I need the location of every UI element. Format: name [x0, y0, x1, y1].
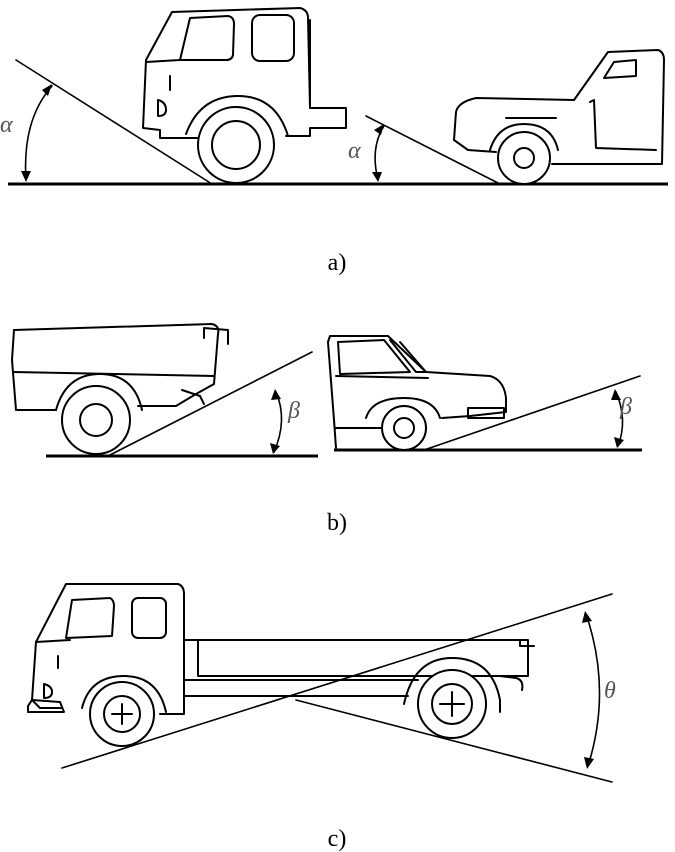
- truck-c-front-wheel-hub-cross: [111, 703, 133, 725]
- angle-symbol-beta-1: β: [287, 398, 300, 424]
- caption-b: b): [327, 510, 347, 536]
- arrowhead-beta-1-bottom: [270, 443, 280, 454]
- angle-arc-alpha-1: [24, 85, 53, 181]
- panel-c: θ c): [27, 583, 616, 852]
- departure-angle-line-car: [423, 375, 641, 451]
- truck-c-rear-mudguard: [499, 675, 524, 691]
- arrowhead-alpha-2-top: [374, 124, 384, 135]
- angle-symbol-beta-2: β: [619, 394, 632, 420]
- truck-c-rear-wheel-arch: [403, 657, 501, 713]
- arrowhead-theta-bottom: [584, 757, 594, 769]
- truck-cab-outline: [145, 7, 347, 137]
- arrowhead-alpha-2-bottom: [372, 172, 382, 182]
- departure-angle-line-truck: [107, 351, 313, 457]
- truck-headlight-d: [157, 99, 167, 117]
- pickup-wheel-hub: [513, 147, 535, 169]
- arrowhead-theta-top: [582, 611, 592, 623]
- arrowhead-beta-2-bottom: [614, 437, 624, 448]
- arrowhead-alpha-1-top: [42, 84, 52, 96]
- truck-front-window: [179, 15, 235, 61]
- truck-c-headlight: [43, 683, 53, 699]
- truck-rear-wheel-tire: [61, 385, 131, 455]
- angle-symbol-theta: θ: [604, 678, 616, 704]
- car-belt-line: [335, 375, 429, 379]
- truck-c-front-window: [65, 597, 115, 639]
- car-wheel-hub: [393, 417, 415, 439]
- car-window-front: [337, 339, 411, 375]
- breakover-line-2: [295, 699, 613, 783]
- truck-c-front-wheel-arch: [81, 675, 167, 713]
- approach-angle-line-pickup: [365, 115, 501, 185]
- truck-c-bed-latch: [519, 639, 535, 647]
- truck-rear-wheel-arch: [55, 373, 143, 411]
- pickup-wheel-tire: [497, 131, 551, 185]
- breakover-line-1: [61, 593, 613, 769]
- truck-front-outline: [142, 59, 199, 139]
- arrowhead-alpha-1-bottom: [21, 171, 31, 182]
- truck-rear-latch: [203, 327, 229, 345]
- angle-arc-alpha-2: [374, 125, 385, 181]
- angle-symbol-alpha-2: α: [348, 138, 361, 164]
- caption-c: c): [328, 826, 347, 852]
- pickup-window: [603, 59, 637, 79]
- angle-symbol-alpha-1: α: [0, 112, 13, 138]
- car-rear-bumper: [467, 407, 505, 419]
- car-front-edge: [327, 341, 337, 449]
- truck-c-side-window: [131, 597, 167, 639]
- truck-hood-line: [145, 59, 181, 63]
- truck-rear-bumper: [181, 389, 205, 405]
- car-wheel-tire: [381, 405, 427, 451]
- truck-c-bumper: [27, 699, 65, 713]
- pickup-cab-outline: [551, 49, 665, 165]
- arrowhead-beta-2-top: [611, 389, 621, 400]
- pickup-hood-outline: [453, 97, 575, 153]
- truck-wheel-arch: [185, 95, 289, 137]
- panel-b: β β b): [11, 323, 642, 536]
- car-rear-view-b: [327, 335, 507, 451]
- pickup-wheel-arch: [489, 123, 559, 151]
- car-wheel-arch: [365, 397, 441, 419]
- truck-rear-wheel-hub: [79, 403, 113, 437]
- truck-c-front: [31, 641, 63, 709]
- truck-wheel-tire: [197, 106, 275, 184]
- pickup-door: [589, 99, 657, 151]
- truck-body-left: [11, 329, 57, 411]
- pickup-front-view-a: [453, 49, 665, 185]
- angle-arc-beta-1: [273, 391, 283, 453]
- truck-c-rear-wheel-hub-cross: [439, 691, 465, 717]
- truck-c-cargo-bed: [197, 639, 529, 677]
- truck-rear-view-b: [11, 323, 229, 455]
- car-window-rear: [389, 339, 427, 373]
- truck-body-rail: [13, 371, 215, 377]
- truck-wheel-rim: [211, 120, 261, 170]
- truck-side-window: [251, 14, 295, 62]
- panel-a: α α a): [0, 7, 668, 276]
- caption-a: a): [328, 250, 347, 276]
- arrowhead-beta-1-top: [271, 389, 281, 400]
- truck-c-rear-wheel-rim: [431, 683, 473, 725]
- truck-front-view-a: [142, 7, 347, 184]
- truck-c-front-wheel-rim: [103, 695, 141, 733]
- truck-side-view-c: [27, 583, 535, 747]
- approach-angle-line-truck: [15, 59, 213, 185]
- truck-c-cab-outline: [35, 583, 185, 715]
- angle-arc-theta: [585, 613, 601, 767]
- truck-c-hood-line: [35, 639, 71, 643]
